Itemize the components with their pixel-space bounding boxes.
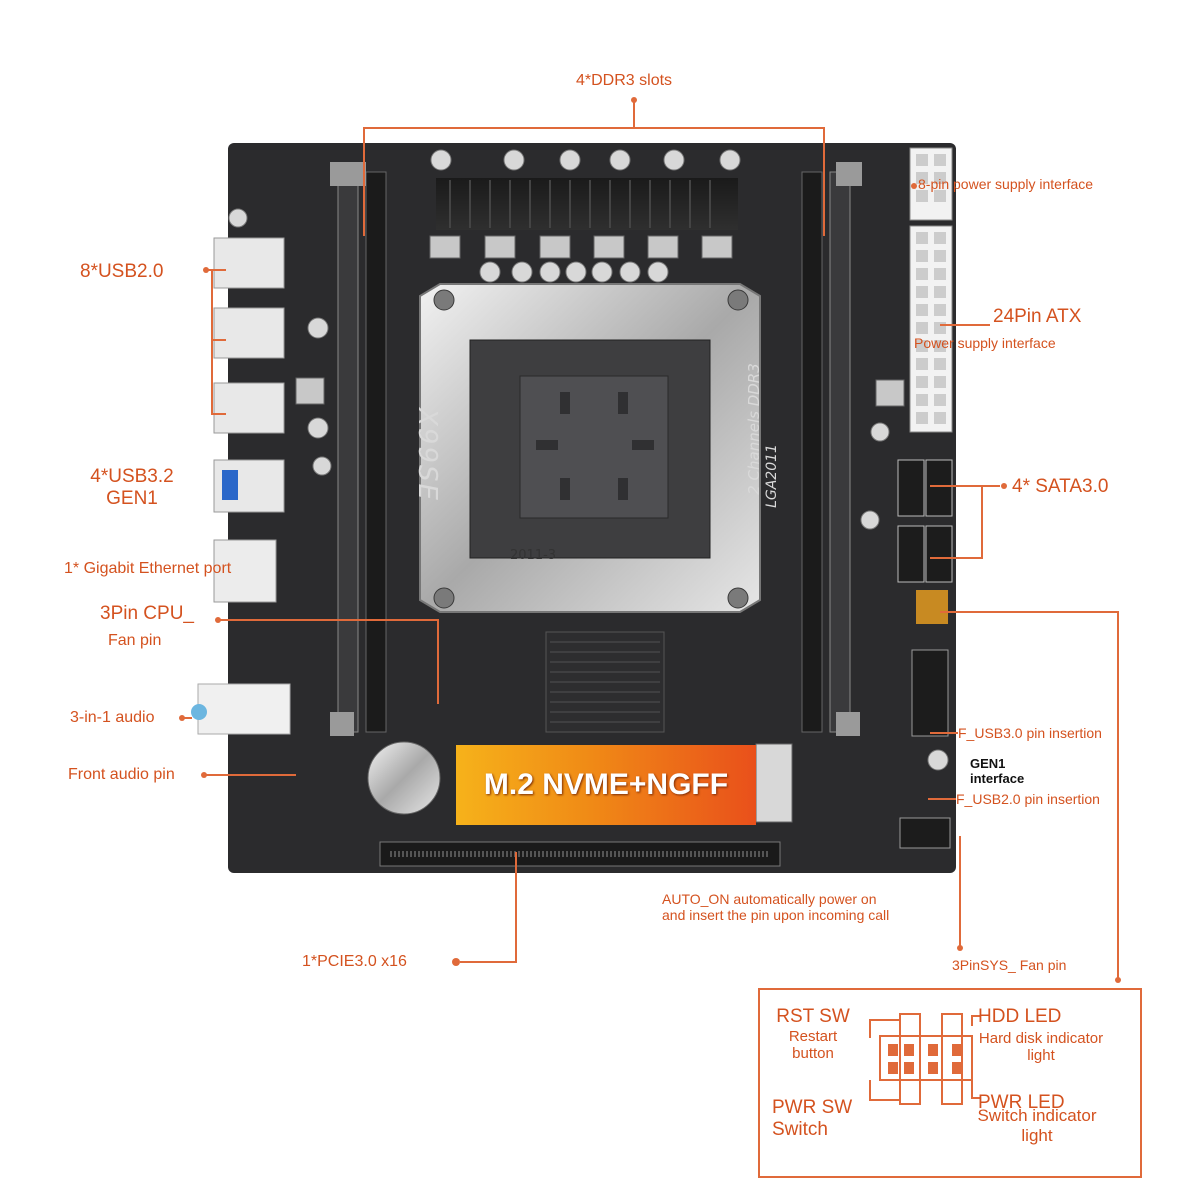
gen1-line1: GEN1 [970,756,1006,771]
dimm-slot-1 [337,171,359,733]
sata-port-4 [925,525,953,583]
rst-sub1: Restart [788,1027,838,1045]
usb32-line1: 4*USB3.2 [90,466,174,487]
silk-ddr: 2 Channels DDR3 [744,363,763,495]
pwr-led-sub2: light [1021,1125,1053,1145]
rst-sub2: button [792,1045,834,1063]
dimm-slot-2 [365,171,387,733]
audio-jack [197,683,291,735]
sys-fan-label: 3PinSYS_ Fan pin [952,957,1067,973]
pwr-sw-label: PWR SW Switch [772,1097,852,1141]
usb-port-2 [213,307,285,359]
rst-title: RST SW [776,1006,850,1027]
pcie-label: 1*PCIE3.0 x16 [302,953,407,970]
usb-port-1 [213,237,285,289]
pcie-line [460,852,517,963]
audio-label: 3-in-1 audio [70,709,155,726]
pwr-led-title: PWR LED [978,1092,1065,1113]
pwr-sw-title: PWR SW [772,1097,853,1118]
auto-on-label: AUTO_ON automatically power on and inser… [662,891,889,923]
model-mark: X99SE [411,408,442,502]
sata-port-2 [925,459,953,517]
pwr-led-sub: Switch indicator light [962,1106,1112,1145]
sata-port-3 [897,525,925,583]
cpu-fan-line1: 3Pin CPU_ [100,603,194,624]
gen1-line2: interface [970,770,1025,786]
ddr3-line [363,127,825,236]
front-audio-label: Front audio pin [68,766,175,783]
usb32-line2: GEN1 [106,487,158,509]
cpu-fan-line2: Fan pin [108,632,162,649]
dimm-slot-3 [801,171,823,733]
debug-led-header [916,590,948,624]
cmos-battery [367,741,441,815]
pwr-led-sub1: Switch indicator [977,1106,1097,1125]
gen1-interface-label: GEN1 interface [970,756,1025,787]
cpu-fan-line [218,619,439,704]
dimm-slot-4 [829,171,851,733]
pwr-sw-sub: Switch [772,1118,828,1140]
f-usb30-label: F_USB3.0 pin insertion [958,725,1102,741]
rst-sw-label: RST SW Restart button [766,1006,860,1062]
eight-pin-label: 8-pin power supply interface [918,176,1094,192]
usb3-blue-tab [222,470,238,500]
auto-on-line1: AUTO_ON automatically power on [662,891,877,907]
panel-line [940,611,1119,980]
socket-text: 2011-3 [510,548,557,563]
atx24-title: 24Pin ATX [993,306,1082,327]
f-usb20-header [899,817,951,849]
m2-slot [755,743,793,823]
front-panel-pin-diagram [869,1013,980,1105]
sata-line [930,485,983,559]
atx24-sub: Power supply interface [914,335,1056,351]
usb20-label: 8*USB2.0 [80,261,164,282]
hdd-led-sub: Hard disk indicator light [966,1030,1116,1065]
usb-port-3 [213,382,285,434]
auto-on-line2: and insert the pin upon incoming call [662,907,890,924]
front-panel-box [758,988,1142,1178]
hdd-sub1: Hard disk indicator [978,1030,1104,1047]
usb32-label: 4*USB3.2 GEN1 [78,466,186,510]
hdd-led-title: HDD LED [978,1006,1062,1027]
audio-jack-blue [191,704,207,720]
sata-label: 4* SATA3.0 [1012,476,1109,497]
vrm-heatsink [436,178,738,230]
sata-port-1 [897,459,925,517]
hdd-sub2: light [1027,1047,1055,1065]
f-usb30-header [911,649,949,737]
ddr3-slots-label: 4*DDR3 slots [576,72,673,89]
ethernet-label: 1* Gigabit Ethernet port [64,560,232,577]
m2-banner: M.2 NVME+NGFF [456,745,756,825]
silk-lga: LGA2011 [763,444,780,508]
f-usb20-label: F_USB2.0 pin insertion [956,791,1100,807]
ethernet-port [213,539,277,603]
